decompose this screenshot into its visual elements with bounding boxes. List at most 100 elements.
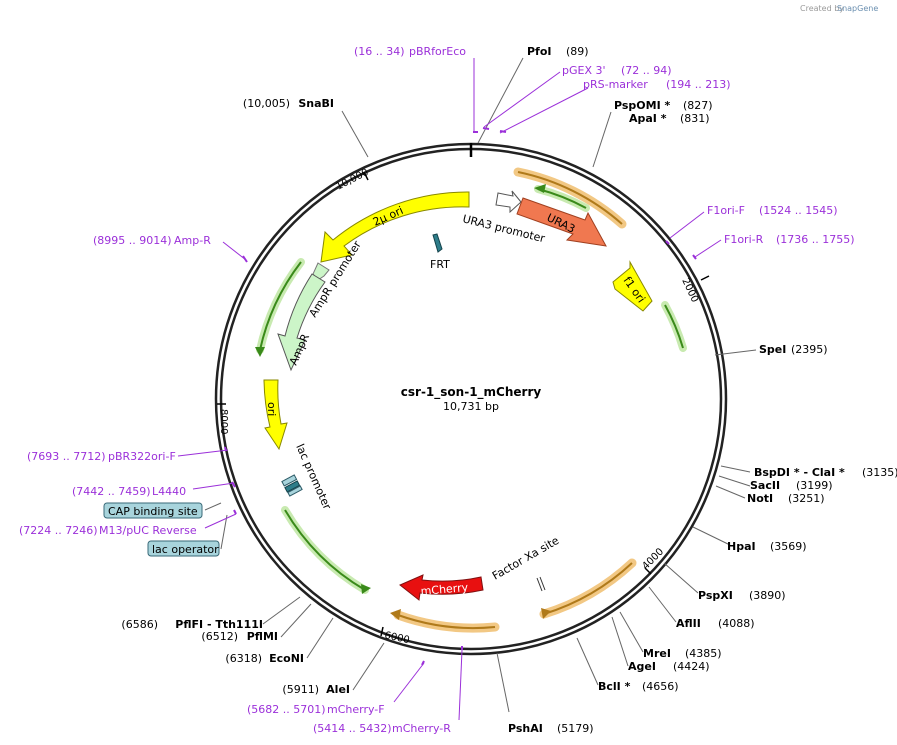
enzyme-position: (6318) bbox=[225, 652, 262, 665]
enzyme-label: BspDI * - ClaI * bbox=[754, 466, 845, 479]
tick-mark bbox=[380, 626, 384, 637]
primer-range: (1524 .. 1545) bbox=[759, 204, 838, 217]
f1-ori-arrow[interactable] bbox=[612, 260, 653, 312]
enzyme-position: (827) bbox=[683, 99, 713, 112]
enzyme-position: (3199) bbox=[796, 479, 833, 492]
enzyme-label: ApaI * bbox=[629, 112, 667, 125]
primer-range: (5414 .. 5432) bbox=[313, 722, 392, 735]
ori-arrow[interactable] bbox=[263, 379, 288, 451]
credit-text: Created by bbox=[800, 4, 844, 13]
two-micron-ori-arrow[interactable] bbox=[320, 191, 470, 263]
enzyme-label: SnaBI bbox=[298, 97, 334, 110]
lac-operator-box[interactable] bbox=[147, 540, 220, 557]
enzyme-label: NotI bbox=[747, 492, 773, 505]
primer-marks bbox=[224, 127, 697, 666]
cap-binding-site-label: CAP binding site bbox=[108, 505, 198, 518]
mcherry-label: mCherry bbox=[420, 581, 469, 598]
enzyme-label: HpaI bbox=[727, 540, 756, 553]
factor-xa-label: Factor Xa site bbox=[490, 534, 561, 583]
factor-xa-mark bbox=[539, 576, 546, 591]
primer-range: (7224 .. 7246) bbox=[19, 524, 98, 537]
plasmid-length: 10,731 bp bbox=[443, 400, 499, 413]
frt-label: FRT bbox=[430, 258, 450, 271]
primer-range: (194 .. 213) bbox=[666, 78, 731, 91]
enzyme-label: MreI bbox=[643, 647, 671, 660]
primer-label: pBR322ori-F bbox=[108, 450, 176, 463]
enzyme-label: SacII bbox=[750, 479, 780, 492]
ampr-arrow[interactable] bbox=[277, 273, 326, 372]
orf-arrowhead bbox=[534, 184, 546, 193]
cap-binding-site-box[interactable] bbox=[103, 502, 203, 519]
primer-range: (72 .. 94) bbox=[621, 64, 672, 77]
enzyme-position: (5911) bbox=[282, 683, 319, 696]
enzyme-position: (2395) bbox=[791, 343, 828, 356]
lac-promoter-label: lac promoter bbox=[293, 442, 334, 512]
enzyme-position: (3569) bbox=[770, 540, 807, 553]
primer-range: (1736 .. 1755) bbox=[776, 233, 855, 246]
enzyme-position: (831) bbox=[680, 112, 710, 125]
orf-arrowhead bbox=[361, 584, 371, 594]
enzyme-label: PfoI bbox=[527, 45, 552, 58]
ura3-promoter-arrow bbox=[495, 190, 522, 214]
lac-operator-label: lac operator bbox=[152, 543, 219, 556]
ura3-arrow[interactable] bbox=[516, 197, 607, 247]
enzyme-label: EcoNI bbox=[269, 652, 304, 665]
enzyme-position: (6586) bbox=[121, 618, 158, 631]
orf-arrowhead bbox=[541, 608, 551, 619]
enzyme-position: (4385) bbox=[685, 647, 722, 660]
enzyme-position: (5179) bbox=[557, 722, 594, 735]
enzyme-label: AflII bbox=[676, 617, 701, 630]
primer-label: mCherry-R bbox=[392, 722, 451, 735]
primer-leader-lines bbox=[177, 58, 722, 721]
primer-range: (5682 .. 5701) bbox=[247, 703, 326, 716]
enzyme-position: (89) bbox=[566, 45, 589, 58]
enzyme-label: PflFI - Tth111I bbox=[175, 618, 263, 631]
tick-label: 10,000 bbox=[334, 167, 370, 193]
orf-arc-line bbox=[664, 304, 684, 349]
primer-label: pBRforEco bbox=[409, 45, 466, 58]
ampr-promoter-arrow bbox=[312, 262, 330, 281]
primer-label: pGEX 3' bbox=[562, 64, 606, 77]
primer-range: (7693 .. 7712) bbox=[27, 450, 106, 463]
orf-arc-line bbox=[397, 614, 496, 630]
tick-mark bbox=[700, 275, 710, 281]
brand-text: SnapGene bbox=[837, 4, 878, 13]
orf-arc-line bbox=[517, 171, 623, 225]
orf-arrowhead bbox=[390, 609, 401, 620]
factor-xa-mark bbox=[536, 577, 543, 592]
enzyme-position: (3135) bbox=[862, 466, 897, 479]
tick-mark bbox=[363, 171, 369, 181]
leader-lines bbox=[204, 57, 757, 713]
orf-arc-line bbox=[259, 261, 302, 351]
tick-mark bbox=[644, 567, 652, 575]
lac-operator-marks bbox=[281, 474, 303, 497]
tick-label: 8000 bbox=[218, 409, 229, 434]
enzyme-position: (4656) bbox=[642, 680, 679, 693]
enzyme-position: (10,005) bbox=[243, 97, 290, 110]
primer-range: (8995 .. 9014) bbox=[93, 234, 172, 247]
mcherry-arrow[interactable] bbox=[399, 574, 484, 601]
orf-arc-line bbox=[284, 509, 366, 591]
primer-label: mCherry-F bbox=[327, 703, 385, 716]
enzyme-position: (4424) bbox=[673, 660, 710, 673]
enzyme-position: (3251) bbox=[788, 492, 825, 505]
primer-label: F1ori-R bbox=[724, 233, 764, 246]
primer-label: Amp-R bbox=[174, 234, 211, 247]
orf-arc-line bbox=[543, 562, 633, 615]
plasmid-title: csr-1_son-1_mCherry bbox=[401, 385, 542, 400]
tick-label: 6000 bbox=[383, 630, 410, 646]
enzyme-label: PspXI bbox=[698, 589, 733, 602]
primer-range: (7442 .. 7459) bbox=[72, 485, 151, 498]
orf-arrowhead bbox=[255, 347, 265, 357]
enzyme-label: PspOMI * bbox=[614, 99, 671, 112]
primer-label: L4440 bbox=[152, 485, 186, 498]
frt-feature[interactable] bbox=[432, 233, 443, 253]
enzyme-label: AgeI bbox=[628, 660, 656, 673]
enzyme-label: SpeI bbox=[759, 343, 786, 356]
enzyme-label: AleI bbox=[326, 683, 350, 696]
ori-label: ori bbox=[265, 402, 278, 416]
primer-label: pRS-marker bbox=[583, 78, 648, 91]
enzyme-position: (3890) bbox=[749, 589, 786, 602]
enzyme-label: PshAI bbox=[508, 722, 543, 735]
